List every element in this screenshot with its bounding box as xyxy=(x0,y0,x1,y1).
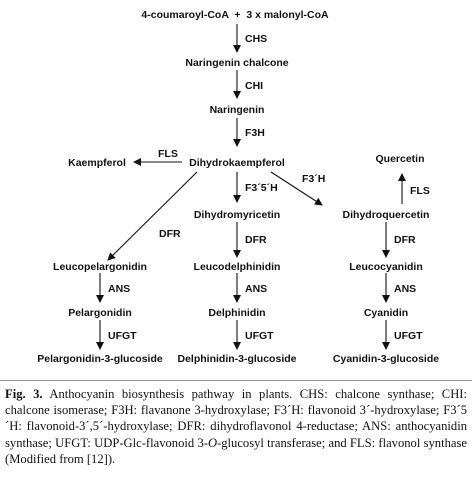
enzyme-ufgt-left: UFGT xyxy=(108,330,137,342)
enzyme-ans-mid: ANS xyxy=(245,283,267,295)
pathway-diagram: 4-coumaroyl-CoA + 3 x malonyl-CoA Naring… xyxy=(37,9,439,365)
enzyme-fls-right: FLS xyxy=(410,185,430,197)
enzyme-chs: CHS xyxy=(245,33,267,45)
node-kaempferol: Kaempferol xyxy=(68,157,126,169)
node-leucodelphinidin: Leucodelphinidin xyxy=(194,261,281,273)
node-pelargonidin: Pelargonidin xyxy=(68,307,132,319)
node-naringenin: Naringenin xyxy=(210,104,265,116)
node-leucopelargonidin: Leucopelargonidin xyxy=(53,261,147,273)
node-delphinidin-glucoside: Delphinidin-3-glucoside xyxy=(177,353,296,365)
enzyme-dfr-right: DFR xyxy=(394,234,416,246)
enzyme-dfr-left: DFR xyxy=(159,228,181,240)
node-start: 4-coumaroyl-CoA + 3 x malonyl-CoA xyxy=(141,9,329,21)
enzyme-ufgt-mid: UFGT xyxy=(245,330,274,342)
enzyme-f3h: F3H xyxy=(245,127,265,139)
node-cyanidin-glucoside: Cyanidin-3-glucoside xyxy=(333,353,439,365)
node-dihydroquercetin: Dihydroquercetin xyxy=(343,209,430,221)
enzyme-chi: CHI xyxy=(245,80,263,92)
arrow-f3ph xyxy=(270,171,323,206)
caption-label: Fig. 3. xyxy=(5,387,43,401)
figure-caption: Fig. 3. Anthocyanin biosynthesis pathway… xyxy=(5,386,467,467)
enzyme-ans-left: ANS xyxy=(108,283,130,295)
enzyme-f3p5ph: F3´5´H xyxy=(245,182,278,194)
caption-divider xyxy=(0,380,472,381)
enzyme-dfr-mid: DFR xyxy=(245,234,267,246)
node-delphinidin: Delphinidin xyxy=(208,307,265,319)
node-dihydromyricetin: Dihydromyricetin xyxy=(194,209,280,221)
caption-text-1: Anthocyanin biosynthesis pathway in plan… xyxy=(5,387,467,450)
node-pelargonidin-glucoside: Pelargonidin-3-glucoside xyxy=(37,353,163,365)
node-cyanidin: Cyanidin xyxy=(364,307,408,319)
enzyme-fls-left: FLS xyxy=(158,148,178,160)
node-quercetin: Quercetin xyxy=(375,153,424,165)
caption-italic: O xyxy=(207,435,218,450)
arrow-dfr-left xyxy=(107,171,198,261)
enzyme-f3ph: F3´H xyxy=(302,173,325,185)
enzyme-ufgt-right: UFGT xyxy=(394,330,423,342)
enzyme-ans-right: ANS xyxy=(394,283,416,295)
node-dihydrokaempferol: Dihydrokaempferol xyxy=(189,157,285,169)
node-leucocyanidin: Leucocyanidin xyxy=(349,261,423,273)
caption-text-2: -glucosyl transferase; and FLS: flavonol… xyxy=(5,435,467,466)
node-naringenin-chalcone: Naringenin chalcone xyxy=(185,57,288,69)
